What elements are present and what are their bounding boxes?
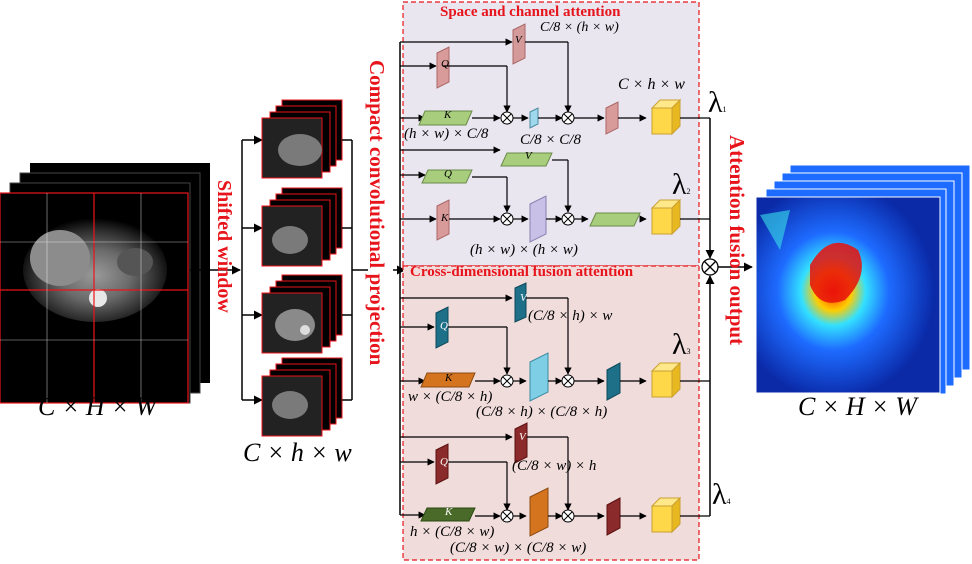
attn-map-1 bbox=[529, 107, 539, 129]
lambda-2: λ2 bbox=[672, 168, 691, 202]
cube-4 bbox=[650, 496, 682, 534]
lambda-4: λ4 bbox=[712, 478, 731, 512]
lambda-3: λ3 bbox=[672, 328, 691, 362]
patch-stack-1 bbox=[261, 99, 343, 179]
v-block-2 bbox=[500, 152, 553, 167]
v-shape-1: C/8 × (h × w) bbox=[540, 20, 619, 35]
k-label-4: K bbox=[445, 506, 453, 518]
v-label-3: V bbox=[520, 292, 527, 304]
lambda-4-symbol: λ bbox=[712, 478, 727, 511]
k-block-1 bbox=[418, 110, 473, 126]
v-block-4 bbox=[514, 422, 528, 464]
branch-1 bbox=[400, 23, 710, 136]
lambda-2-symbol: λ bbox=[672, 168, 687, 201]
k-block-4 bbox=[420, 507, 476, 522]
bottom-panel-title: Cross-dimensional fusion attention bbox=[410, 264, 634, 280]
q-block-2 bbox=[421, 169, 473, 184]
out-slab-3 bbox=[606, 362, 621, 401]
compact-projection-label: Compact convolutional projection bbox=[365, 60, 389, 366]
q-label-4: Q bbox=[440, 456, 448, 468]
attn-shape-2: (h × w) × (h × w) bbox=[470, 242, 578, 258]
q-block-4 bbox=[435, 443, 449, 485]
top-panel-box bbox=[402, 1, 700, 267]
out-slab-2 bbox=[589, 212, 641, 227]
q-label-3: Q bbox=[440, 320, 448, 332]
k-shape-4: h × (C/8 × w) bbox=[410, 524, 495, 540]
k-shape-3: w × (C/8 × h) bbox=[408, 389, 493, 405]
output-dims-label: C × H × W bbox=[798, 392, 917, 421]
q-block-1 bbox=[436, 46, 450, 89]
branch-3 bbox=[400, 282, 710, 402]
k-block-2 bbox=[436, 199, 450, 241]
k-label-1: K bbox=[444, 109, 452, 121]
patch-stack-4 bbox=[261, 357, 343, 437]
q-label-2: Q bbox=[444, 168, 452, 180]
heatmap-hotspot bbox=[810, 242, 862, 303]
k-shape-1: (h × w) × C/8 bbox=[404, 126, 489, 142]
attn-map-3 bbox=[529, 352, 549, 402]
input-ct-stack bbox=[0, 163, 210, 404]
lambda-1-symbol: λ bbox=[708, 86, 723, 119]
lambda-1: λ1 bbox=[708, 86, 727, 120]
attn-shape-3: (C/8 × h) × (C/8 × h) bbox=[476, 404, 608, 420]
branch-4 bbox=[400, 422, 710, 537]
lambda-1-sub: 1 bbox=[722, 105, 727, 114]
lambda-3-sub: 3 bbox=[686, 347, 691, 356]
v-block-3 bbox=[514, 282, 527, 323]
lambda-2-sub: 2 bbox=[686, 187, 691, 196]
q-block-3 bbox=[435, 306, 449, 349]
v-label-1: V bbox=[515, 34, 522, 46]
lambda-4-sub: 4 bbox=[726, 497, 731, 506]
fusion-output-label: Attention fusion output bbox=[725, 135, 749, 346]
attn-shape-4: (C/8 × w) × (C/8 × w) bbox=[450, 540, 587, 556]
branch-2 bbox=[400, 146, 710, 243]
patch-stack-3 bbox=[261, 274, 343, 354]
attn-shape-1: C/8 × C/8 bbox=[520, 132, 581, 148]
input-dims-label: C × H × W bbox=[38, 392, 157, 421]
v-shape-3: (C/8 × h) × w bbox=[528, 308, 613, 324]
top-panel-title: Space and channel attention bbox=[440, 4, 621, 20]
ct-window-grid bbox=[0, 192, 189, 404]
v-label-4: V bbox=[519, 431, 526, 443]
output-heatmap-stack bbox=[755, 164, 971, 395]
v-block-1 bbox=[512, 23, 526, 65]
ct-spine bbox=[89, 289, 107, 307]
patch-stack-2 bbox=[261, 187, 343, 267]
patch-dims-label: C × h × w bbox=[243, 438, 352, 467]
q-label-1: Q bbox=[441, 58, 449, 70]
k-label-3: K bbox=[445, 372, 453, 384]
shifted-window-label: Shifted window bbox=[213, 180, 235, 313]
out-shape-1: C × h × w bbox=[618, 76, 685, 93]
attn-map-2 bbox=[529, 195, 547, 243]
cube-3 bbox=[650, 361, 682, 399]
out-slab-4 bbox=[606, 497, 621, 536]
lambda-3-symbol: λ bbox=[672, 328, 687, 361]
ct-kidney bbox=[117, 248, 153, 276]
attn-map-4 bbox=[529, 487, 549, 537]
v-label-2: V bbox=[525, 150, 532, 162]
ct-liver bbox=[30, 230, 90, 286]
v-shape-4: (C/8 × w) × h bbox=[512, 458, 597, 474]
cube-2 bbox=[650, 198, 682, 236]
k-block-3 bbox=[420, 372, 476, 388]
cube-1 bbox=[650, 98, 682, 136]
ct-fine-grid bbox=[0, 193, 188, 403]
out-slab-1 bbox=[605, 101, 619, 135]
k-label-2: K bbox=[441, 212, 449, 224]
